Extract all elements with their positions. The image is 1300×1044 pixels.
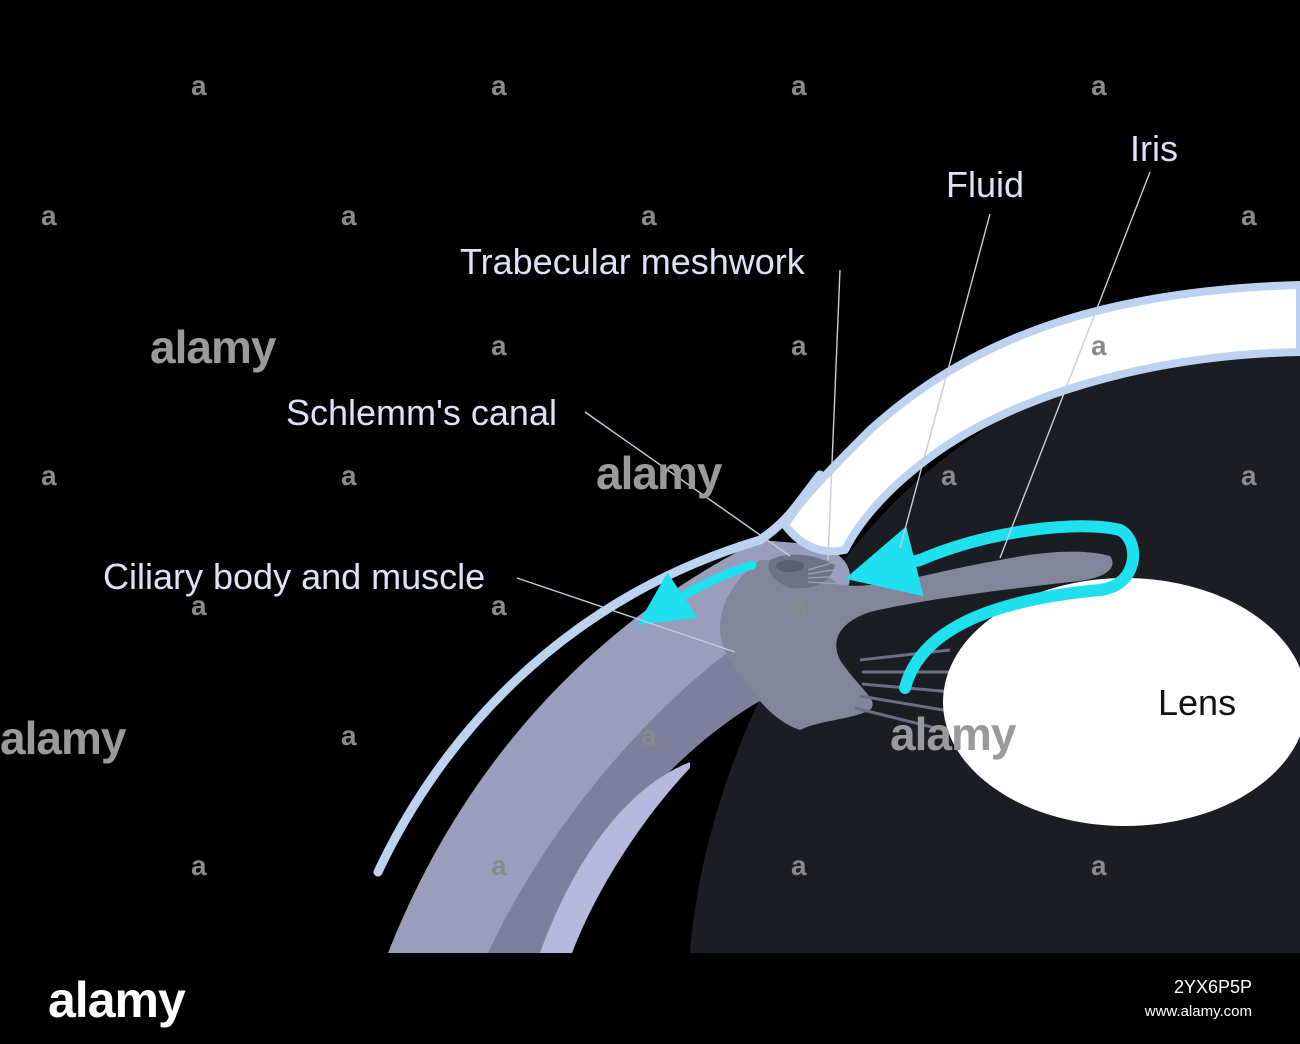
retina — [540, 762, 690, 953]
footer-site-link[interactable]: www.alamy.com — [1144, 1003, 1252, 1020]
leader-schlemm — [584, 411, 791, 557]
watermark-glyph: a — [1091, 70, 1107, 101]
watermark-word: alamy — [0, 712, 127, 764]
label-ciliary-body: Ciliary body and muscle — [103, 556, 485, 597]
leader-iris — [999, 171, 1151, 559]
watermark-word: alamy — [150, 321, 277, 373]
watermark-glyph: a — [191, 590, 207, 621]
watermark-glyph: a — [641, 200, 657, 231]
watermark-glyph: a — [1091, 330, 1107, 361]
label-schlemms-canal: Schlemm's canal — [286, 392, 557, 433]
watermark-glyph: a — [791, 70, 807, 101]
watermark-glyph: a — [941, 460, 957, 491]
leader-trabecular — [827, 269, 841, 561]
trabecular-fibers — [807, 559, 846, 585]
watermark-glyph: a — [341, 460, 357, 491]
label-lens: Lens — [1158, 682, 1236, 723]
watermark-glyphs: a a a a a a a a a a a a a a a a a a a a … — [41, 70, 1257, 881]
label-iris: Iris — [1130, 128, 1178, 169]
lens — [943, 578, 1300, 826]
leader-fluid — [899, 213, 991, 549]
footer-bar: alamy 2YX6P5P www.alamy.com — [0, 953, 1300, 1044]
watermark-glyph: a — [341, 200, 357, 231]
ciliary-body — [720, 551, 1113, 730]
watermark-glyph: a — [1241, 200, 1257, 231]
watermark-glyph: a — [491, 850, 507, 881]
watermark-glyph: a — [41, 460, 57, 491]
watermark-glyph: a — [791, 330, 807, 361]
fluid-flow-arrow-outflow — [637, 560, 757, 625]
schlemms-canal — [776, 560, 804, 572]
watermark-glyph: a — [491, 590, 507, 621]
label-trabecular-meshwork: Trabecular meshwork — [460, 241, 806, 282]
watermark-glyph: a — [791, 850, 807, 881]
choroid — [488, 630, 780, 953]
footer-logo: alamy — [48, 972, 186, 1028]
watermark-glyph: a — [1241, 460, 1257, 491]
watermark-word: alamy — [890, 708, 1017, 760]
watermark-glyph: a — [191, 70, 207, 101]
watermark-glyph: a — [491, 330, 507, 361]
watermark-word: alamy — [596, 447, 723, 499]
watermark-glyph: a — [191, 850, 207, 881]
watermark-glyph: a — [41, 200, 57, 231]
fluid-flow-arrow-main — [845, 520, 1139, 694]
watermark-glyph: a — [1091, 850, 1107, 881]
watermark-glyph: a — [341, 720, 357, 751]
footer-image-id: 2YX6P5P — [1173, 977, 1252, 997]
watermark-glyph: a — [641, 720, 657, 751]
leader-ciliary — [516, 577, 736, 653]
watermark-glyph: a — [791, 590, 807, 621]
label-fluid: Fluid — [946, 164, 1024, 205]
watermark-glyph: a — [491, 70, 507, 101]
